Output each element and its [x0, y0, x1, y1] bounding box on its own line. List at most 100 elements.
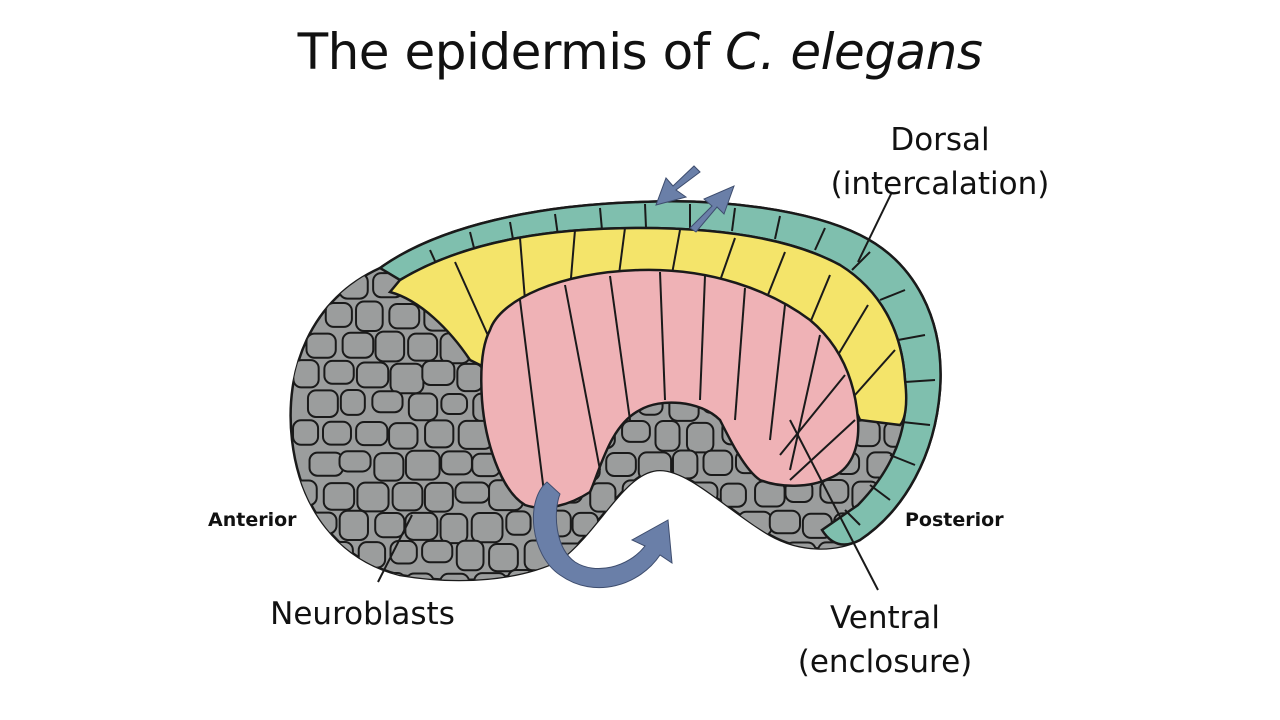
dorsal-cell-boundary: [897, 334, 926, 341]
ventral-title: Ventral: [829, 600, 941, 636]
ventral-cell-boundary: [789, 334, 821, 471]
neuroblast-cell: [919, 479, 941, 503]
neuroblast-cell: [470, 512, 504, 544]
ventral-cell-boundary: [564, 284, 601, 471]
neuroblast-cell: [371, 390, 404, 414]
neuroblast-cell: [355, 361, 390, 389]
dorsal-label: Dorsal (intercalation): [830, 118, 1050, 206]
neuroblast-cell: [571, 511, 599, 537]
arrow-right-icon: [689, 185, 735, 233]
neuroblast-cell: [322, 420, 352, 446]
neuroblast-cell: [456, 362, 484, 393]
arrow-left-icon: [655, 165, 701, 206]
neuroblast-cell: [671, 510, 704, 535]
neuroblast-cell: [454, 481, 491, 504]
neuroblast-cell: [719, 482, 747, 508]
neuroblast-cell: [374, 512, 406, 539]
dorsal-cell-boundary: [774, 215, 781, 240]
neuroblast-cell: [339, 389, 366, 416]
neuroblast-cell: [421, 359, 456, 386]
neuroblast-cell: [338, 272, 369, 300]
neuroblast-cell: [440, 450, 473, 476]
dorsal-cell-boundary: [731, 207, 736, 232]
neuroblast-cell: [803, 571, 840, 581]
neuroblast-cell: [357, 541, 387, 569]
neuroblast-cell: [688, 539, 720, 571]
neuroblasts-leader-line: [377, 514, 413, 583]
embryo-body: [289, 199, 942, 582]
neuroblast-cell: [322, 482, 356, 511]
dorsal-note: (intercalation): [830, 166, 1050, 202]
ventral-cell-boundary: [769, 304, 786, 441]
ventral-enclosure-arrow-icon: [533, 481, 673, 589]
neuroblast-cell: [488, 542, 519, 573]
neuroblast-cell: [718, 539, 750, 568]
neuroblast-cell: [308, 451, 345, 477]
neuroblast-cell: [291, 540, 321, 570]
neuroblast-cell: [388, 302, 421, 330]
neuroblast-cell: [737, 510, 773, 537]
neuroblast-cell: [388, 422, 419, 450]
neuroblast-cell: [421, 539, 454, 564]
neuroblast-cell: [605, 452, 637, 477]
dorsal-title: Dorsal: [890, 122, 990, 158]
neuroblast-cell: [355, 300, 384, 333]
dorsal-cell-boundary: [889, 454, 916, 466]
neuroblast-cell: [290, 479, 318, 507]
dorsal-cell-boundary: [644, 203, 647, 229]
neuroblast-cell: [373, 452, 405, 482]
dorsal-cell-boundary: [901, 421, 931, 426]
neuroblast-cell: [423, 481, 454, 513]
neuroblast-cell: [356, 481, 390, 513]
neuroblast-cell: [292, 419, 320, 446]
neuroblast-cell: [404, 449, 441, 481]
seam-cell-boundary: [834, 304, 869, 361]
neuroblast-cell: [621, 479, 653, 507]
seam-cell-boundary: [854, 349, 896, 396]
neuroblast-cell: [374, 330, 406, 363]
dorsal-cell-boundary: [844, 509, 861, 526]
neuroblast-cell: [424, 419, 455, 449]
neuroblast-cell: [736, 572, 773, 581]
neuroblast-cell: [621, 419, 651, 443]
seam-cell-boundary: [519, 237, 526, 301]
neuroblast-cell: [405, 572, 435, 581]
neuroblast-cell: [439, 572, 471, 581]
page-title: The epidermis of C. elegans: [0, 22, 1280, 82]
title-main: The epidermis of: [297, 23, 726, 81]
neuroblast-cell: [652, 482, 686, 506]
ventral-leader-line: [789, 419, 879, 591]
dorsal-cell-boundary: [869, 484, 891, 501]
seam-cell-boundary: [454, 261, 491, 341]
anterior-label: Anterior: [208, 509, 297, 531]
title-species: C. elegans: [725, 23, 983, 81]
dorsal-cell-boundary: [599, 207, 603, 231]
posterior-label: Posterior: [905, 509, 1004, 531]
neuroblast-cell: [685, 481, 719, 504]
neuroblast-cell: [355, 420, 389, 447]
neuroblast-cell: [604, 509, 639, 539]
neuroblast-cell: [473, 572, 508, 581]
neuroblast-cell: [819, 479, 850, 504]
ventral-cell-boundaries: [519, 271, 856, 501]
ventral-cell-boundary: [659, 271, 666, 401]
neuroblast-cell: [440, 392, 469, 416]
ventral-cell-boundary: [779, 374, 846, 456]
neuroblast-cell: [703, 569, 739, 581]
neuroblast-cell: [439, 512, 469, 545]
neuroblast-cell: [670, 569, 697, 581]
neuroblasts-title: Neuroblasts: [270, 596, 455, 632]
neuroblast-cell: [290, 300, 322, 323]
neuroblast-cell: [505, 510, 532, 536]
neuroblast-cell: [916, 542, 941, 566]
neuroblast-cell: [324, 301, 353, 328]
neuroblast-cell: [589, 482, 617, 513]
dorsal-cell-boundary: [904, 379, 936, 383]
neuroblast-cell: [391, 481, 424, 512]
ventral-cell-boundary: [734, 287, 746, 421]
neuroblast-cell: [338, 570, 370, 581]
neuroblast-cell: [654, 419, 681, 452]
neuroblast-cell: [325, 540, 354, 564]
